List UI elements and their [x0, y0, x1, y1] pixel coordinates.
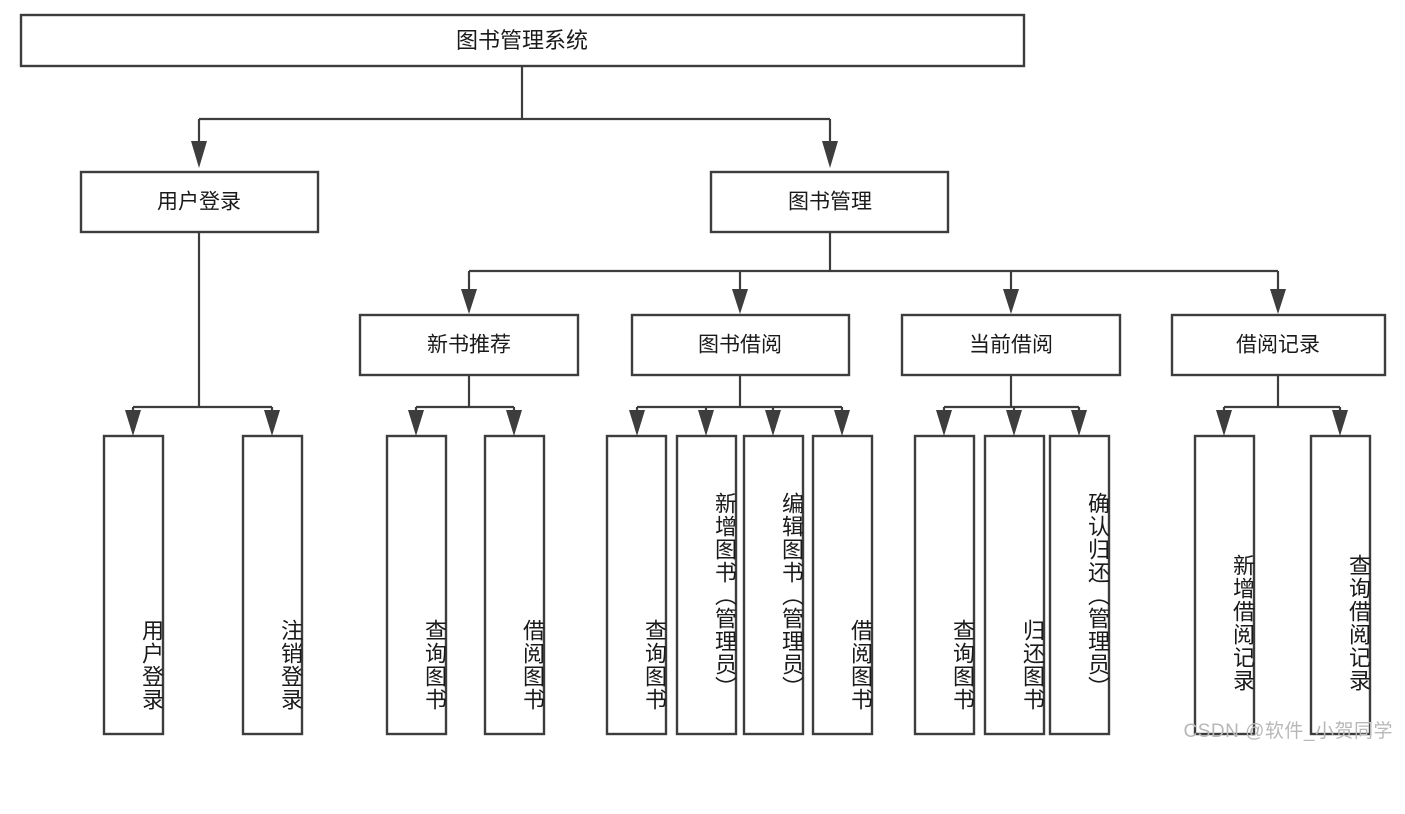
node-current-borrow-label: 当前借阅: [969, 334, 1053, 357]
arrow-head-icon: [822, 141, 838, 168]
arrow-head-icon: [834, 410, 850, 436]
arrow-head-icon: [506, 410, 522, 436]
node-current-borrow[interactable]: 当前借阅: [900, 313, 1122, 377]
connector-current-borrow-to-leaves: [936, 375, 1087, 436]
connector-borrow-record-to-leaves: [1216, 375, 1348, 436]
leaf-box-query-book-3[interactable]: [913, 434, 976, 736]
node-user-login[interactable]: 用户登录: [79, 170, 320, 234]
leaf-box-query-record[interactable]: [1309, 434, 1372, 736]
arrow-head-icon: [1270, 289, 1286, 314]
node-new-book-recommend-label: 新书推荐: [427, 334, 511, 357]
arrow-head-icon: [698, 410, 714, 436]
leaf-box-borrow-book-1[interactable]: [483, 434, 546, 736]
flowchart-svg: 图书管理系统 用户登录 图书管理: [19, 13, 1387, 736]
connector-root-to-level2: [191, 66, 838, 168]
arrow-head-icon: [629, 410, 645, 436]
node-borrow-record[interactable]: 借阅记录: [1170, 313, 1387, 377]
node-user-login-box[interactable]: [79, 170, 320, 234]
leaf-box-logout-login[interactable]: [241, 434, 304, 736]
leaf-box-borrow-book-2[interactable]: [811, 434, 874, 736]
connector-book-borrow-to-leaves: [629, 375, 850, 436]
node-root[interactable]: 图书管理系统: [19, 13, 1026, 68]
connector-new-book-recommend-to-leaves: [408, 375, 522, 436]
arrow-head-icon: [191, 141, 207, 168]
leaf-box-confirm-return[interactable]: [1048, 434, 1111, 736]
node-book-management[interactable]: 图书管理: [709, 170, 950, 234]
leaf-box-user-login[interactable]: [102, 434, 165, 736]
arrow-head-icon: [1332, 410, 1348, 436]
node-current-borrow-box[interactable]: [900, 313, 1122, 377]
flowchart-canvas: 图书管理系统 用户登录 图书管理: [19, 13, 1393, 742]
leaf-box-query-book-2[interactable]: [605, 434, 668, 736]
node-borrow-record-label: 借阅记录: [1236, 334, 1320, 357]
arrow-head-icon: [765, 410, 781, 436]
connector-book-management-to-level3: [461, 232, 1286, 314]
arrow-head-icon: [732, 289, 748, 314]
arrow-head-icon: [1216, 410, 1232, 436]
leaf-box-add-book[interactable]: [675, 434, 738, 736]
leaf-box-edit-book[interactable]: [742, 434, 805, 736]
node-book-borrow-label: 图书借阅: [698, 334, 782, 357]
arrow-head-icon: [125, 410, 141, 436]
arrow-head-icon: [461, 289, 477, 314]
leaf-box-return-book[interactable]: [983, 434, 1046, 736]
node-user-login-label: 用户登录: [157, 191, 241, 214]
connector-user-login-to-leaves: [125, 232, 280, 436]
node-new-book-recommend-box[interactable]: [358, 313, 580, 377]
node-book-borrow[interactable]: 图书借阅: [630, 313, 851, 377]
arrow-head-icon: [1006, 410, 1022, 436]
csdn-watermark: CSDN @软件_小贺同学: [1183, 721, 1393, 742]
arrow-head-icon: [1003, 289, 1019, 314]
node-new-book-recommend[interactable]: 新书推荐: [358, 313, 580, 377]
arrow-head-icon: [1071, 410, 1087, 436]
node-book-management-label: 图书管理: [788, 191, 872, 214]
leaf-box-query-book-1[interactable]: [385, 434, 448, 736]
node-root-box[interactable]: [19, 13, 1026, 68]
node-root-label: 图书管理系统: [456, 28, 588, 53]
arrow-head-icon: [936, 410, 952, 436]
arrow-head-icon: [264, 410, 280, 436]
leaf-box-add-record[interactable]: [1193, 434, 1256, 736]
arrow-head-icon: [408, 410, 424, 436]
